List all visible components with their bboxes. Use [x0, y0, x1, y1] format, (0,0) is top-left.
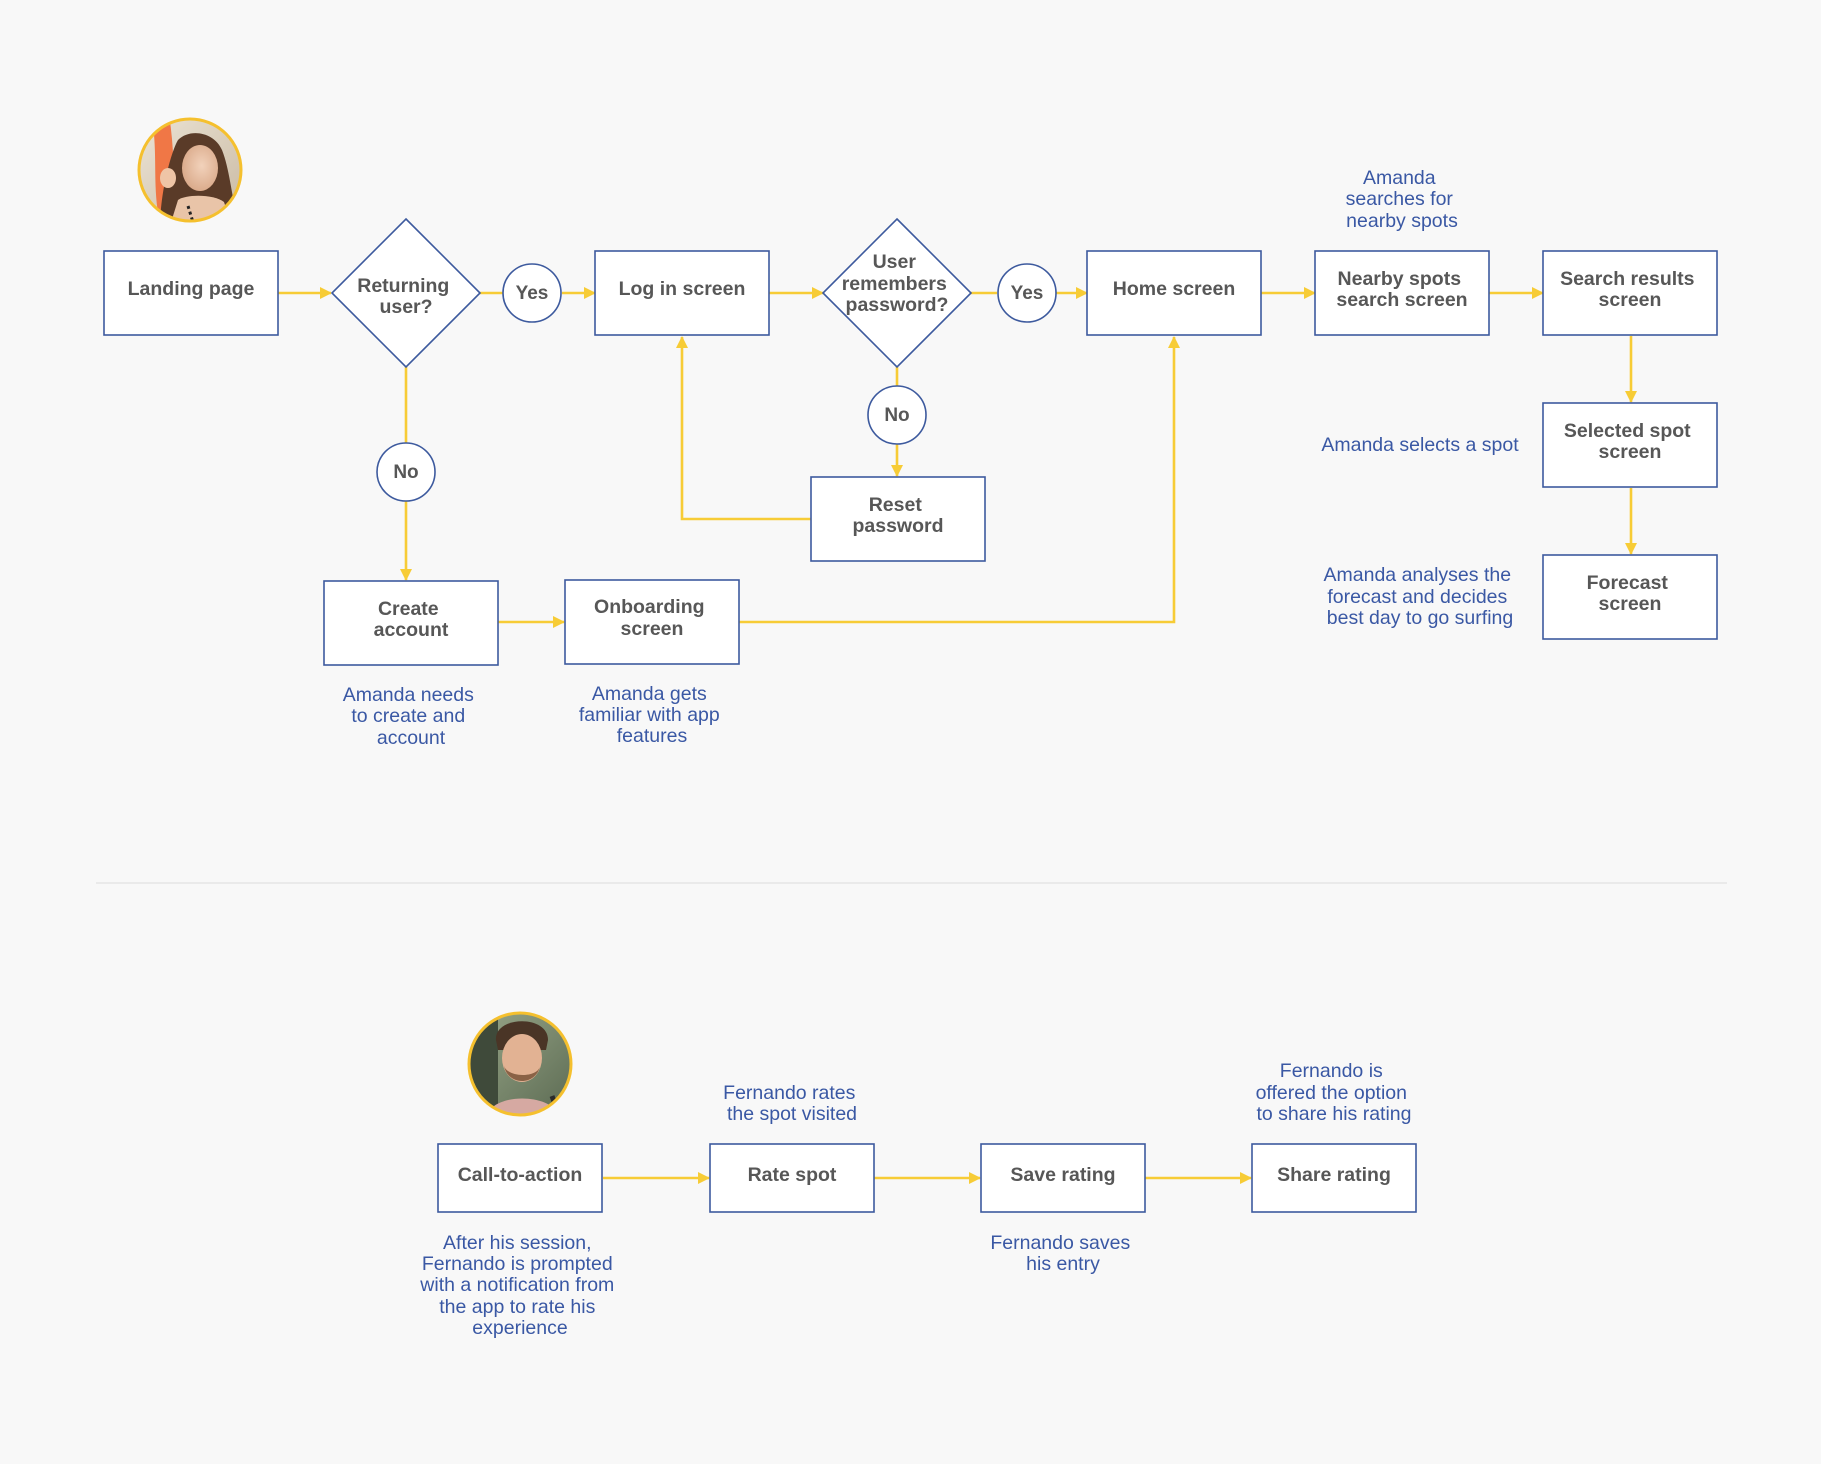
flow1-connectors	[278, 287, 1637, 628]
no-badge-returning: No	[376, 442, 436, 502]
login-screen-label: Log in screen	[619, 278, 746, 300]
note-amanda-create: Amanda needs to create and account	[343, 684, 480, 749]
svg-text:No: No	[884, 405, 909, 426]
home-screen-box: Home screen	[1086, 250, 1262, 336]
save-rating-box: Save rating	[980, 1143, 1146, 1213]
onboarding-screen-label: Onboarding screen	[594, 596, 710, 640]
yes-badge-returning: Yes	[502, 263, 562, 323]
nearby-spots-label: Nearby spots search screen	[1336, 268, 1467, 311]
note-fernando-rates: Fernando rates the spot visited	[723, 1082, 861, 1125]
no-badge-remembers: No	[867, 385, 927, 445]
save-rating-label: Save rating	[1010, 1164, 1115, 1186]
note-amanda-onboarding: Amanda gets familiar with app features	[579, 683, 725, 747]
returning-user-decision: Returning user?	[330, 217, 482, 369]
note-amanda-analyses: Amanda analyses the forecast and decides…	[1324, 564, 1517, 629]
edge-reset-to-login	[676, 336, 811, 521]
create-account-label: Create account	[374, 598, 449, 641]
fernando-avatar	[467, 1011, 573, 1117]
home-screen-label: Home screen	[1113, 278, 1235, 300]
call-to-action-box: Call-to-action	[437, 1143, 603, 1213]
note-amanda-selects: Amanda selects a spot	[1321, 434, 1519, 456]
forecast-screen-box: Forecast screen	[1542, 554, 1718, 640]
svg-text:Yes: Yes	[516, 283, 549, 304]
svg-text:No: No	[393, 462, 418, 483]
selected-spot-box: Selected spot screen	[1542, 402, 1718, 488]
nearby-spots-box: Nearby spots search screen	[1314, 250, 1490, 336]
call-to-action-label: Call-to-action	[458, 1164, 583, 1186]
reset-password-label: Reset password	[852, 494, 943, 537]
search-results-label: Search results screen	[1560, 268, 1700, 311]
share-rating-label: Share rating	[1277, 1164, 1391, 1186]
create-account-box: Create account	[323, 580, 499, 666]
login-screen-box: Log in screen	[594, 250, 770, 336]
landing-page-label: Landing page	[128, 278, 255, 300]
rate-spot-label: Rate spot	[748, 1164, 837, 1186]
user-remembers-password-decision: User remembers password?	[821, 217, 973, 369]
forecast-screen-label: Forecast screen	[1587, 572, 1674, 615]
note-fernando-share: Fernando is offered the option to share …	[1256, 1060, 1413, 1125]
returning-user-label: Returning user?	[357, 275, 455, 318]
selected-spot-label: Selected spot screen	[1564, 420, 1696, 463]
note-amanda-searches: Amanda searches for nearby spots	[1346, 167, 1459, 232]
note-fernando-saves: Fernando saves his entry	[990, 1232, 1135, 1275]
search-results-box: Search results screen	[1542, 250, 1718, 336]
amanda-avatar	[137, 117, 243, 223]
svg-text:Yes: Yes	[1011, 283, 1044, 304]
user-remembers-password-label: User remembers password?	[842, 251, 953, 316]
reset-password-box: Reset password	[810, 476, 986, 562]
edge-onboarding-to-home	[739, 336, 1180, 624]
note-fernando-cta: After his session, Fernando is prompted …	[419, 1232, 619, 1339]
onboarding-screen-box: Onboarding screen	[564, 579, 740, 665]
rate-spot-box: Rate spot	[709, 1143, 875, 1213]
yes-badge-remembers: Yes	[997, 263, 1057, 323]
landing-page-box: Landing page	[103, 250, 279, 336]
share-rating-box: Share rating	[1251, 1143, 1417, 1213]
